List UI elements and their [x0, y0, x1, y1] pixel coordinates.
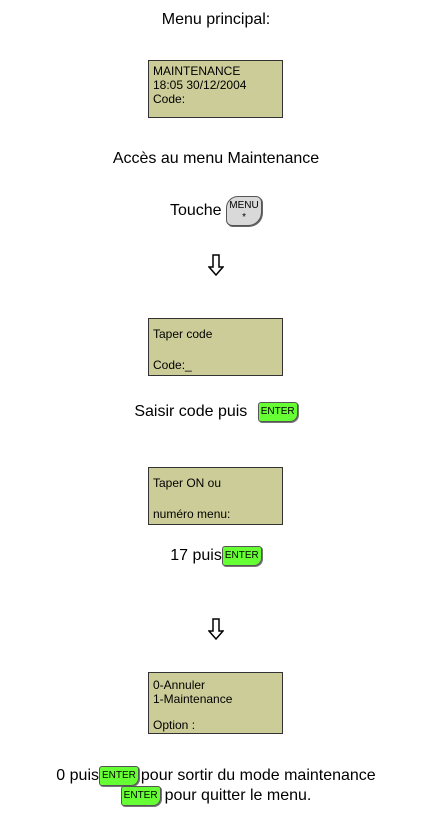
- menu-key-label: MENU: [229, 200, 259, 211]
- footer-prefix: 0 puis: [56, 767, 99, 785]
- down-arrow-icon: [0, 618, 432, 645]
- lcd-line: MAINTENANCE: [153, 64, 241, 78]
- lcd-line: Code:: [153, 92, 186, 106]
- enter-key-button[interactable]: ENTER: [221, 546, 262, 566]
- lcd-line: 1-Maintenance: [153, 692, 233, 706]
- footer-suffix: pour quitter le menu.: [164, 787, 312, 805]
- lcd-line: numéro menu:: [153, 507, 231, 521]
- menu-key-button[interactable]: MENU *: [226, 196, 263, 226]
- lcd-screen-option: 0-Annuler 1-Maintenance Option :: [148, 672, 283, 734]
- lcd-line: Code:_: [153, 358, 192, 372]
- enter-key-button[interactable]: ENTER: [99, 766, 139, 786]
- down-arrow-icon: [0, 254, 432, 281]
- touche-row: Touche MENU *: [0, 196, 432, 226]
- lcd-screen-main: MAINTENANCE 18:05 30/12/2004 Code:: [148, 60, 283, 118]
- lcd-line: Taper code: [153, 327, 213, 341]
- saisir-row: Saisir code puis ENTER: [0, 402, 432, 422]
- menu-key-star: *: [242, 212, 246, 223]
- lcd-line: Option :: [153, 718, 196, 732]
- lcd-line: [153, 341, 278, 355]
- lcd-screen-menu-number: Taper ON ou numéro menu:: [148, 467, 283, 525]
- access-text: Accès au menu Maintenance: [112, 150, 320, 167]
- enter-key-button[interactable]: ENTER: [257, 402, 298, 422]
- lcd-line: Taper ON ou: [153, 476, 222, 490]
- lcd-line: [153, 490, 278, 504]
- touche-label: Touche: [169, 202, 222, 220]
- footer-suffix: pour sortir du mode maintenance: [140, 767, 376, 785]
- lcd-line: 0-Annuler: [153, 678, 206, 692]
- enter-key-button[interactable]: ENTER: [120, 786, 161, 806]
- lcd-line: 18:05 30/12/2004: [153, 78, 247, 92]
- step17-text: 17 puis: [170, 547, 222, 565]
- saisir-text: Saisir code puis: [134, 403, 248, 421]
- page-title: Menu principal:: [161, 11, 271, 28]
- lcd-screen-code: Taper code Code:_: [148, 318, 283, 376]
- lcd-line: [153, 706, 278, 718]
